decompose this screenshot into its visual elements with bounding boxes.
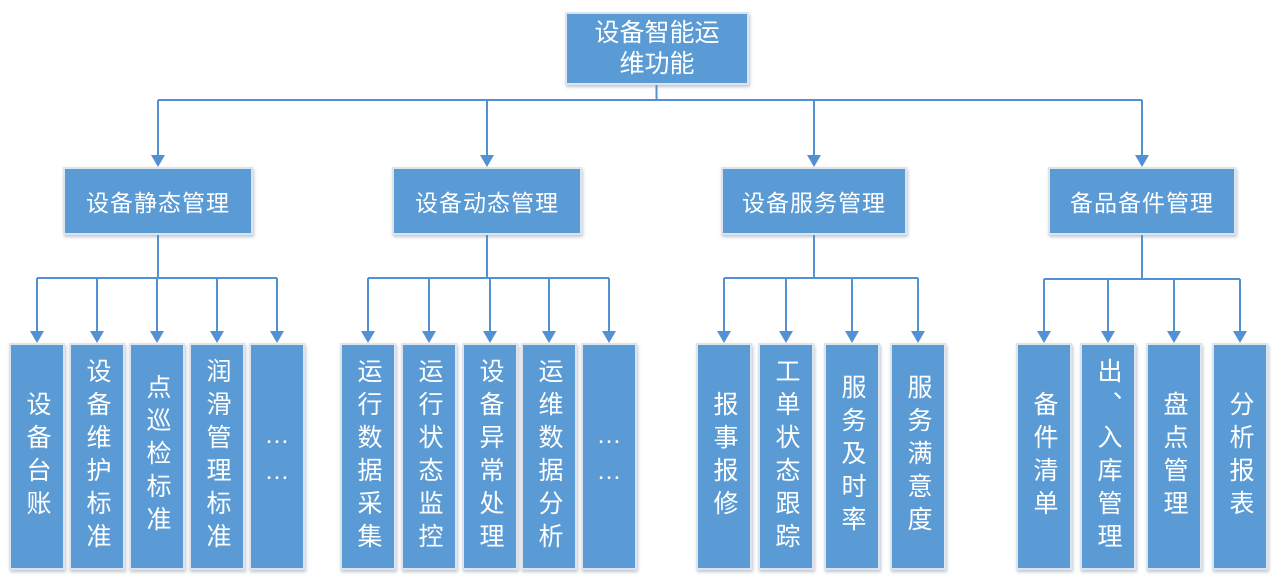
leaf-service-satisfaction: 服务满意度 [890,343,946,570]
leaf-analysis-report: 分析报表 [1212,343,1268,570]
leaf-dynamic-more: …… [581,343,637,570]
leaf-equipment-ledger: 设备台账 [9,343,65,570]
leaf-operation-status-monitoring: 运行状态监控 [401,343,457,570]
leaf-stocktaking-management: 盘点管理 [1146,343,1202,570]
leaf-om-data-analysis: 运维数据分析 [521,343,577,570]
leaf-repair-report: 报事报修 [696,343,752,570]
leaf-maintenance-standard: 设备维护标准 [69,343,125,570]
branch-node-dynamic-management: 设备动态管理 [392,167,582,235]
leaf-service-timeliness: 服务及时率 [824,343,880,570]
branch-node-static-management: 设备静态管理 [63,167,253,235]
leaf-lubrication-standard: 润滑管理标准 [189,343,245,570]
root-node-label-line1: 设备智能运 [594,18,720,47]
branch-node-service-management: 设备服务管理 [721,167,907,235]
root-node-equipment-intelligent-om: 设备智能运 维功能 [565,12,749,85]
leaf-inspection-standard: 点巡检标准 [129,343,185,570]
leaf-spare-parts-list: 备件清单 [1016,343,1072,570]
leaf-operation-data-collection: 运行数据采集 [340,343,396,570]
leaf-inbound-outbound-management: 出、入库管理 [1080,343,1136,570]
leaf-static-more: …… [249,343,305,570]
root-node-label-line2: 维功能 [619,49,695,78]
branch-node-spare-parts-management: 备品备件管理 [1048,167,1236,235]
leaf-work-order-tracking: 工单状态跟踪 [758,343,814,570]
leaf-equipment-exception-handling: 设备异常处理 [462,343,518,570]
